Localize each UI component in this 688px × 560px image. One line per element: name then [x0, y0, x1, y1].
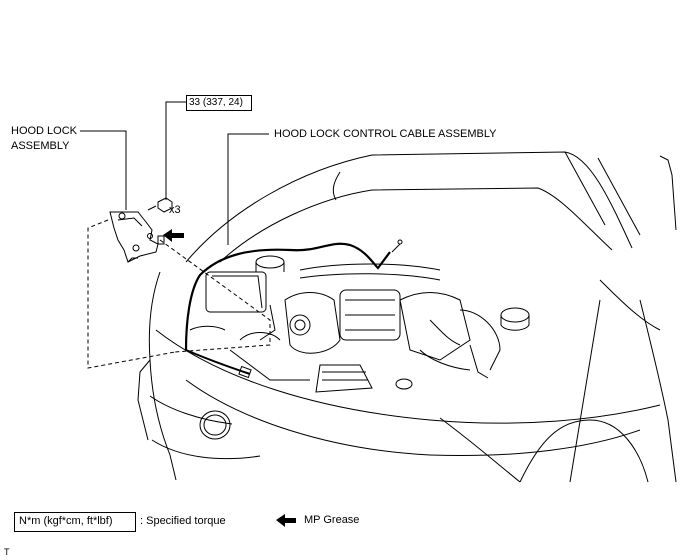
- bolt-quantity: x3: [169, 204, 181, 216]
- car-body: [137, 271, 677, 483]
- hood-outline: [185, 151, 677, 263]
- legend-torque-unit-box: N*m (kgf*cm, ft*lbf): [14, 512, 136, 532]
- engine-bay: [189, 255, 530, 393]
- hood-lock-label-line2: ASSEMBLY: [11, 140, 70, 152]
- hood-lock-leader: [80, 130, 127, 210]
- hood-lock-label-line1: HOOD LOCK: [11, 125, 78, 137]
- cable-path: [184, 242, 391, 351]
- bolt-part: [147, 197, 173, 213]
- legend-grease-label: MP Grease: [304, 514, 360, 526]
- legend-torque-unit: N*m (kgf*cm, ft*lbf): [19, 515, 113, 527]
- corner-mark: T: [4, 547, 10, 557]
- cable-leader: [227, 133, 269, 245]
- grease-arrow-legend: [276, 514, 296, 527]
- torque-leader: [165, 101, 186, 200]
- hood-lock-part: [109, 211, 165, 263]
- legend-torque-desc: : Specified torque: [140, 515, 226, 527]
- torque-spec-box: 33 (337, 24): [186, 95, 252, 111]
- cable-lower: [185, 349, 251, 375]
- grease-arrow-diagram: [163, 229, 184, 242]
- torque-spec-value: 33 (337, 24): [189, 97, 243, 108]
- dashed-link: [87, 219, 271, 369]
- cable-label: HOOD LOCK CONTROL CABLE ASSEMBLY: [274, 128, 497, 140]
